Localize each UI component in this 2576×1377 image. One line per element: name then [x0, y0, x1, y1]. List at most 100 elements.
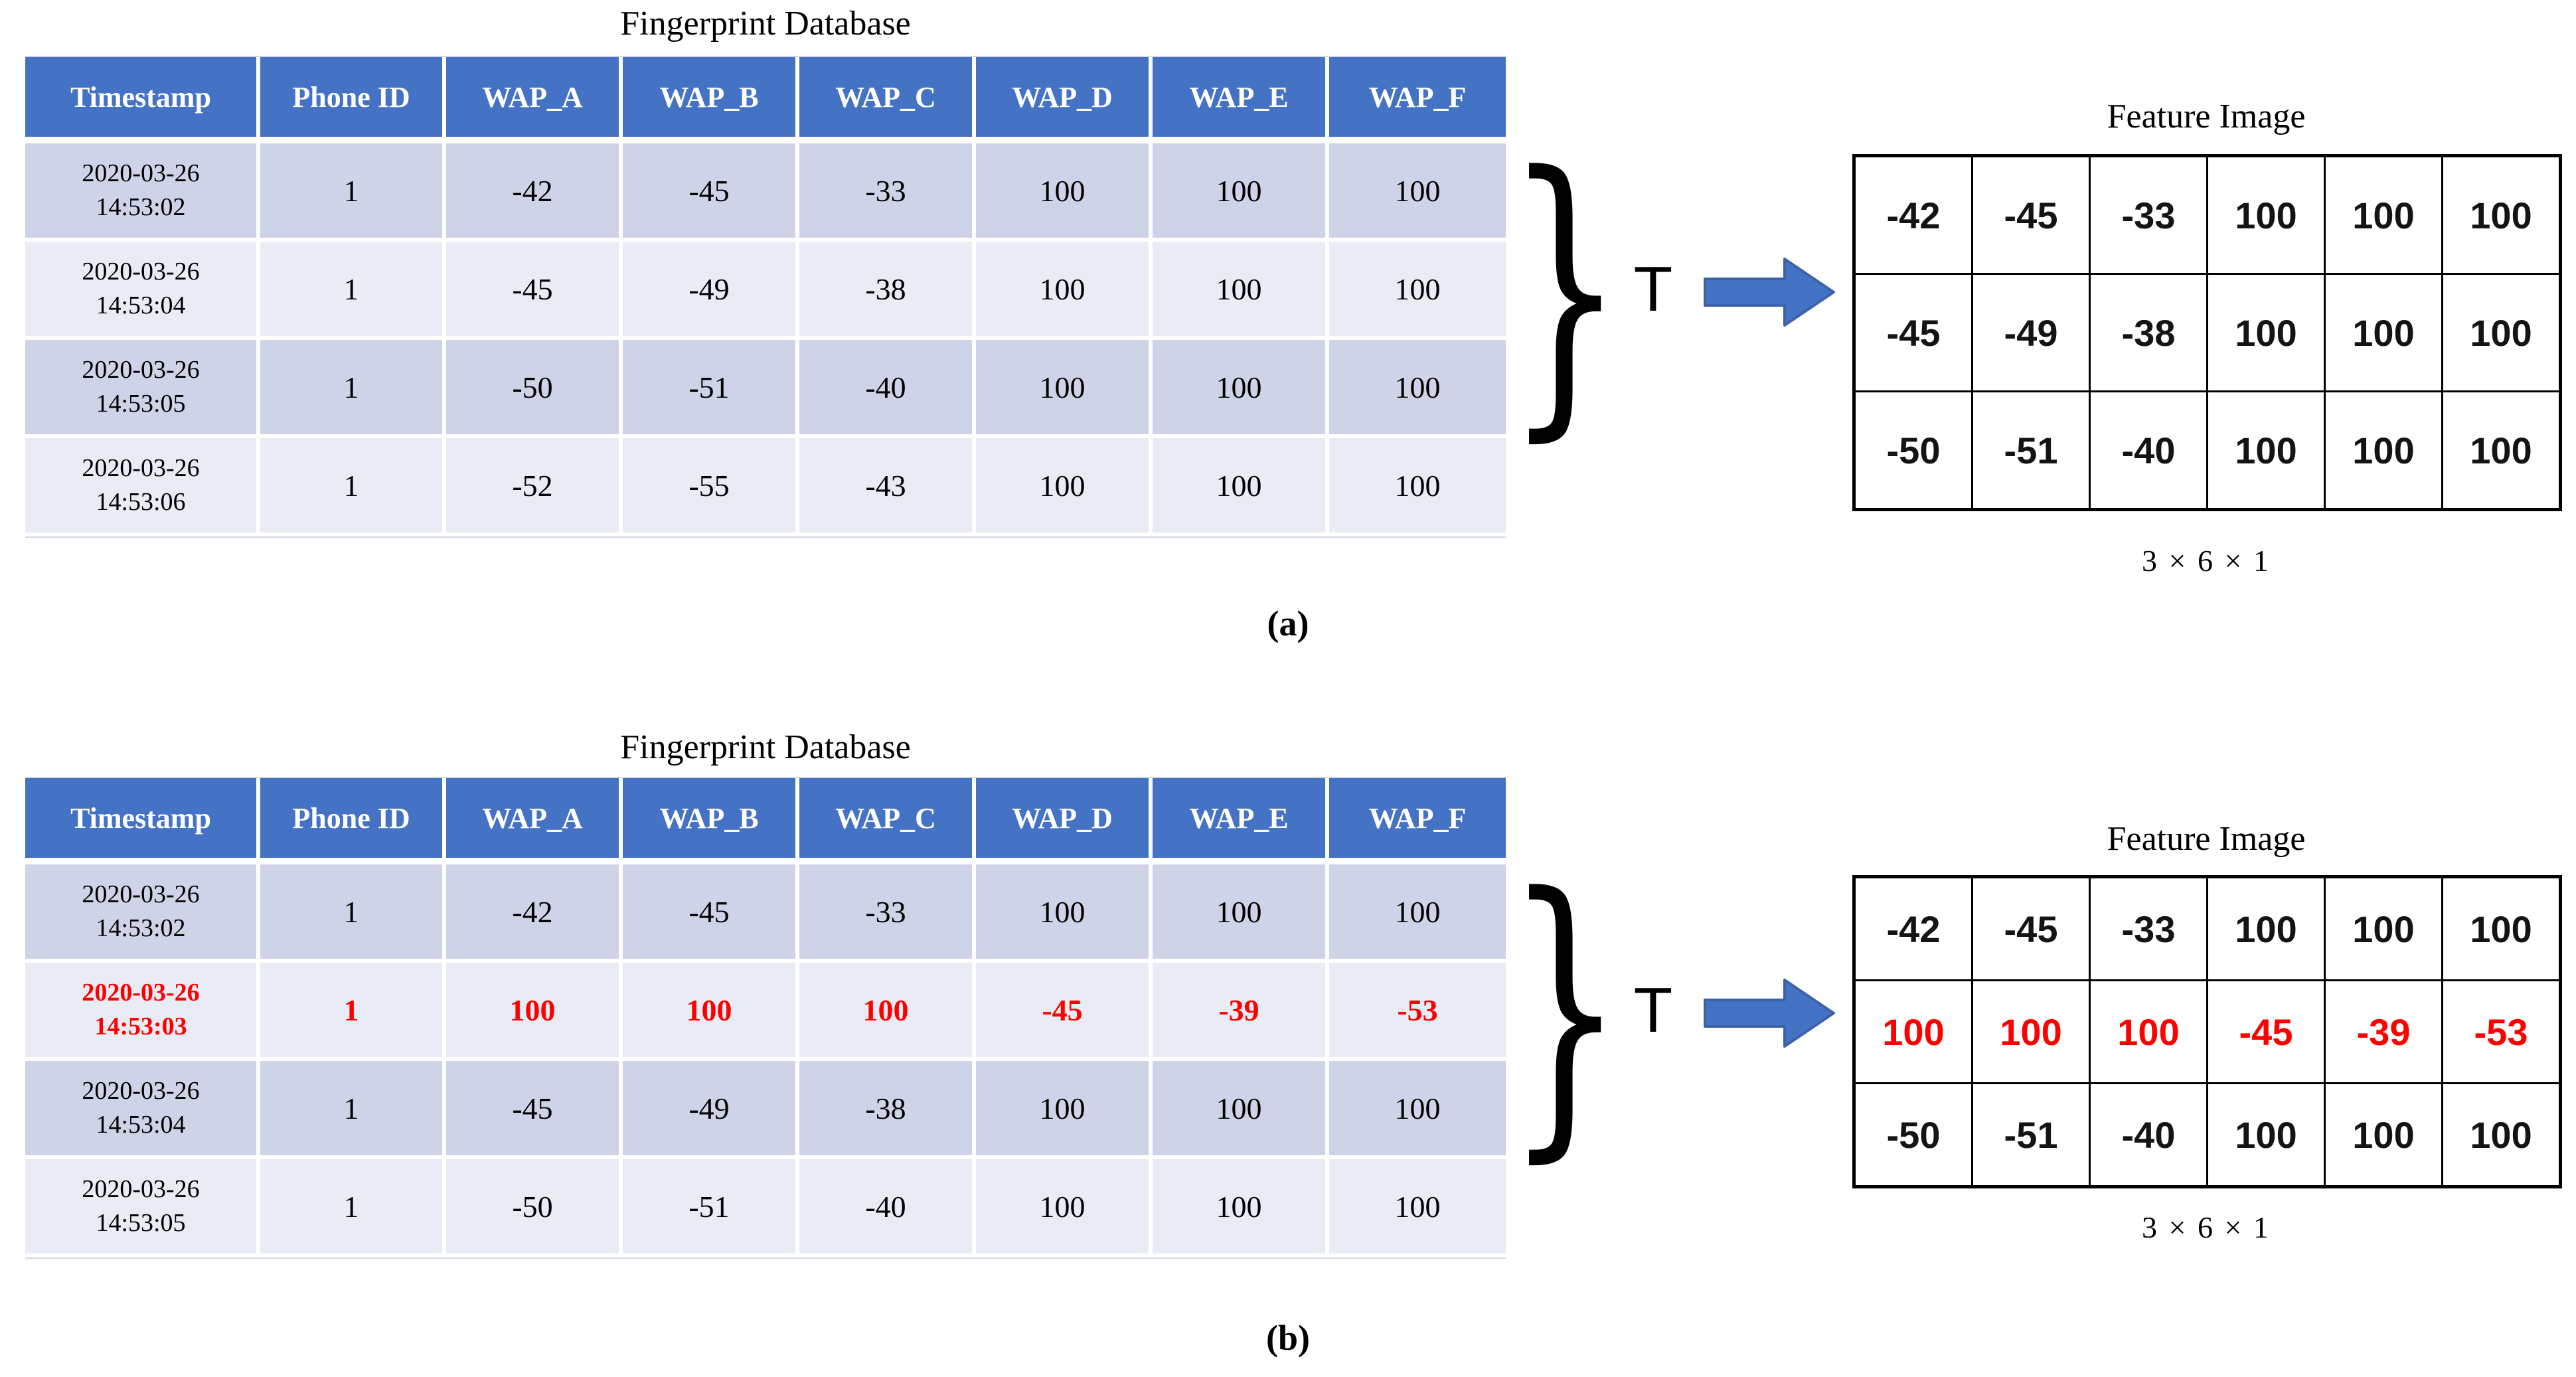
matrix-cell: -45 — [1853, 273, 1973, 392]
timestamp-time: 14:53:02 — [96, 193, 186, 221]
fingerprint-db-title: Fingerprint Database — [620, 728, 911, 766]
rssi-cell: 100 — [1329, 1061, 1506, 1159]
rssi-cell: -43 — [799, 438, 976, 536]
matrix-cell: -53 — [2441, 979, 2561, 1084]
rssi-cell: -42 — [446, 143, 623, 242]
matrix-cell: 100 — [2441, 155, 2561, 275]
right-arrow-icon — [1704, 258, 1835, 327]
phone-id-cell: 1 — [260, 1159, 446, 1257]
timestamp-time: 14:53:04 — [96, 291, 186, 319]
timestamp-cell: 2020-03-26 14:53:06 — [25, 438, 260, 536]
rssi-cell: -45 — [446, 242, 623, 340]
header-row: Timestamp Phone ID WAP_A WAP_B WAP_C WAP… — [25, 57, 1506, 143]
matrix-cell: -38 — [2089, 273, 2208, 392]
table-row: 2020-03-26 14:53:05 1 -50 -51 -40 100 10… — [25, 1159, 1506, 1257]
column-header: Phone ID — [260, 778, 446, 864]
matrix-row-highlighted: 100 100 100 -45 -39 -53 — [1853, 979, 2561, 1084]
column-header: WAP_E — [1153, 778, 1329, 864]
matrix-cell: 100 — [2206, 155, 2326, 275]
column-header: Phone ID — [260, 57, 446, 143]
matrix-row: -50 -51 -40 100 100 100 — [1853, 390, 2561, 511]
timestamp-cell: 2020-03-26 14:53:05 — [25, 340, 260, 438]
matrix-cell: -50 — [1853, 1082, 1973, 1188]
matrix-cell: 100 — [2441, 876, 2561, 981]
column-header: WAP_E — [1153, 57, 1329, 143]
matrix-cell: -45 — [1971, 155, 2091, 275]
feature-image-title: Feature Image — [2107, 820, 2306, 858]
right-arrow-icon — [1704, 979, 1835, 1048]
rssi-cell: 100 — [1153, 143, 1329, 242]
matrix-cell: 100 — [2324, 390, 2443, 511]
rssi-cell: 100 — [976, 438, 1153, 536]
timestamp-date: 2020-03-26 — [82, 453, 200, 482]
rssi-cell: -52 — [446, 438, 623, 536]
column-header: WAP_D — [976, 57, 1153, 143]
rssi-cell: 100 — [799, 963, 976, 1061]
rssi-cell: -40 — [799, 340, 976, 438]
rssi-cell: -45 — [623, 143, 799, 242]
phone-id-cell: 1 — [260, 963, 446, 1061]
transform-label: T — [1633, 254, 1673, 325]
matrix-cell: -45 — [1971, 876, 2091, 981]
column-header: WAP_D — [976, 778, 1153, 864]
phone-id-cell: 1 — [260, 143, 446, 242]
rssi-cell: -49 — [623, 1061, 799, 1159]
rssi-cell: 100 — [976, 1159, 1153, 1257]
matrix-cell: 100 — [2206, 876, 2326, 981]
rssi-cell: -45 — [976, 963, 1153, 1061]
timestamp-cell: 2020-03-26 14:53:03 — [25, 963, 260, 1061]
rssi-cell: -40 — [799, 1159, 976, 1257]
table-row: 2020-03-26 14:53:06 1 -52 -55 -43 100 10… — [25, 438, 1506, 536]
rssi-cell: 100 — [1329, 864, 1506, 963]
column-header: WAP_C — [799, 57, 976, 143]
rssi-cell: -51 — [623, 1159, 799, 1257]
matrix-cell: -42 — [1853, 155, 1973, 275]
table-row: 2020-03-26 14:53:02 1 -42 -45 -33 100 10… — [25, 864, 1506, 963]
matrix-cell: -45 — [2206, 979, 2326, 1084]
rssi-cell: -42 — [446, 864, 623, 963]
timestamp-cell: 2020-03-26 14:53:04 — [25, 242, 260, 340]
phone-id-cell: 1 — [260, 438, 446, 536]
fingerprint-table: Timestamp Phone ID WAP_A WAP_B WAP_C WAP… — [25, 56, 1506, 538]
subfigure-label-a: (a) — [1267, 604, 1309, 643]
rssi-cell: 100 — [1329, 340, 1506, 438]
timestamp-date: 2020-03-26 — [82, 1076, 200, 1105]
table-row-highlighted: 2020-03-26 14:53:03 1 100 100 100 -45 -3… — [25, 963, 1506, 1061]
rssi-cell: -55 — [623, 438, 799, 536]
matrix-row: -50 -51 -40 100 100 100 — [1853, 1082, 2561, 1188]
rssi-cell: 100 — [1153, 340, 1329, 438]
matrix-row: -45 -49 -38 100 100 100 — [1853, 273, 2561, 392]
phone-id-cell: 1 — [260, 1061, 446, 1159]
rssi-cell: 100 — [976, 242, 1153, 340]
rssi-cell: 100 — [446, 963, 623, 1061]
phone-id-cell: 1 — [260, 242, 446, 340]
table-row: 2020-03-26 14:53:05 1 -50 -51 -40 100 10… — [25, 340, 1506, 438]
matrix-row: -42 -45 -33 100 100 100 — [1853, 155, 2561, 275]
rssi-cell: -38 — [799, 1061, 976, 1159]
matrix-cell: -33 — [2089, 876, 2208, 981]
matrix-cell: -50 — [1853, 390, 1973, 511]
timestamp-cell: 2020-03-26 14:53:05 — [25, 1159, 260, 1257]
matrix-cell: -33 — [2089, 155, 2208, 275]
timestamp-cell: 2020-03-26 14:53:04 — [25, 1061, 260, 1159]
timestamp-date: 2020-03-26 — [82, 159, 200, 187]
rssi-cell: -53 — [1329, 963, 1506, 1061]
timestamp-time: 14:53:05 — [96, 1209, 186, 1237]
matrix-cell: 100 — [2206, 1082, 2326, 1188]
matrix-row: -42 -45 -33 100 100 100 — [1853, 876, 2561, 981]
matrix-cell: 100 — [2089, 979, 2208, 1084]
timestamp-date: 2020-03-26 — [82, 355, 200, 384]
feature-image-title: Feature Image — [2107, 98, 2306, 135]
timestamp-time: 14:53:04 — [96, 1111, 186, 1139]
matrix-cell: 100 — [2206, 273, 2326, 392]
matrix-cell: -40 — [2089, 390, 2208, 511]
rssi-cell: 100 — [976, 864, 1153, 963]
rssi-cell: 100 — [1153, 242, 1329, 340]
column-header: Timestamp — [25, 57, 260, 143]
matrix-cell: 100 — [2441, 390, 2561, 511]
column-header: WAP_F — [1329, 778, 1506, 864]
timestamp-time: 14:53:05 — [96, 390, 186, 418]
phone-id-cell: 1 — [260, 340, 446, 438]
rssi-cell: -50 — [446, 1159, 623, 1257]
